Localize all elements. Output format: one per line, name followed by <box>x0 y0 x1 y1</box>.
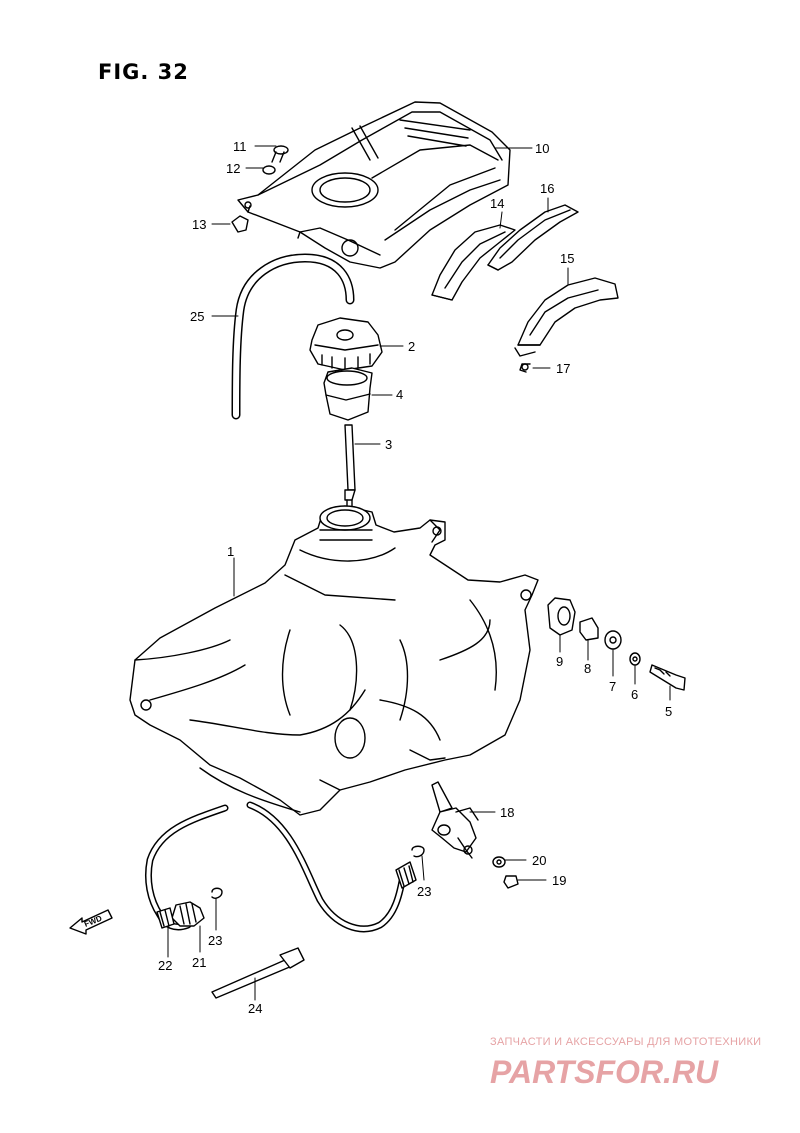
label-25: 25 <box>190 309 204 324</box>
label-2: 2 <box>408 339 415 354</box>
label-6: 6 <box>631 687 638 702</box>
label-1: 1 <box>227 544 234 559</box>
label-11: 11 <box>233 139 247 154</box>
label-14: 14 <box>490 196 504 211</box>
label-5: 5 <box>665 704 672 719</box>
label-8: 8 <box>584 661 591 676</box>
label-24: 24 <box>248 1001 262 1016</box>
fuel-cock <box>431 781 479 859</box>
cover-fasteners <box>231 145 289 233</box>
label-16: 16 <box>540 181 554 196</box>
label-17: 17 <box>556 361 570 376</box>
label-12: 12 <box>226 161 240 176</box>
hose-spiral-22 <box>156 907 175 929</box>
label-21: 21 <box>192 955 206 970</box>
label-10: 10 <box>535 141 549 156</box>
label-20: 20 <box>532 853 546 868</box>
label-4: 4 <box>396 387 403 402</box>
label-15: 15 <box>560 251 574 266</box>
cock-fasteners <box>492 856 519 889</box>
fwd-arrow-icon <box>69 909 113 935</box>
label-22: 22 <box>158 958 172 973</box>
fuel-tank <box>129 505 539 816</box>
label-19: 19 <box>552 873 566 888</box>
label-23-lower: 23 <box>208 933 222 948</box>
mount-hardware <box>547 597 686 691</box>
cable-tie <box>211 947 305 999</box>
label-9: 9 <box>556 654 563 669</box>
gauge-rod <box>344 424 356 521</box>
watermark-logo: PARTSFOR.RU <box>490 1054 719 1090</box>
leader-lines <box>167 145 671 1001</box>
figure-title: FIG. 32 <box>98 60 189 84</box>
filler-strainer <box>323 367 373 421</box>
clip-23 <box>211 845 425 899</box>
fuel-cap <box>309 317 383 371</box>
label-13: 13 <box>192 217 206 232</box>
label-7: 7 <box>609 679 616 694</box>
watermark-tagline: ЗАПЧАСТИ И АКСЕССУАРЫ ДЛЯ МОТОТЕХНИКИ <box>490 1036 762 1048</box>
hose-spiral-upper <box>395 861 417 889</box>
label-23-upper: 23 <box>417 884 431 899</box>
label-18: 18 <box>500 805 514 820</box>
tank-brackets <box>431 204 619 373</box>
tank-cover <box>237 101 511 269</box>
hose-clamp-21 <box>171 901 205 927</box>
part-labels: 10 11 12 13 14 16 15 17 25 2 4 3 1 9 8 7… <box>158 139 672 1016</box>
label-3: 3 <box>385 437 392 452</box>
